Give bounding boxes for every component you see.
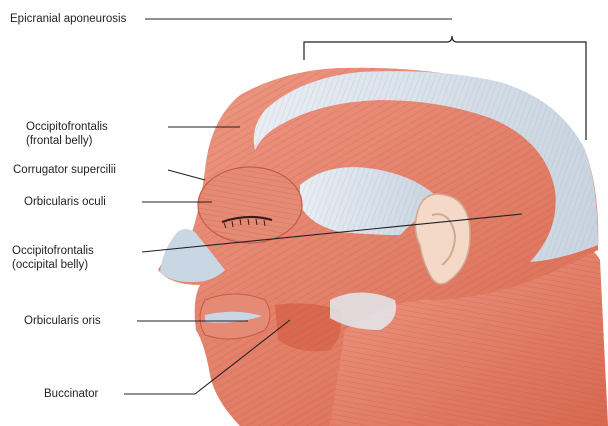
label-corrugator-supercilii: Corrugator supercilii [13, 163, 116, 177]
label-occipitofrontalis-frontal-line2: (frontal belly) [26, 134, 108, 148]
label-orbicularis-oris: Orbicularis oris [24, 314, 101, 328]
label-orbicularis-oculi: Orbicularis oculi [24, 195, 106, 209]
label-buccinator: Buccinator [44, 387, 98, 401]
leader-corrugator [168, 170, 205, 180]
label-occipitofrontalis-occipital-line2: (occipital belly) [12, 258, 94, 272]
label-epicranial-aponeurosis: Epicranial aponeurosis [10, 12, 126, 26]
label-occipitofrontalis-occipital-line1: Occipitofrontalis [12, 244, 94, 258]
label-occipitofrontalis-occipital: Occipitofrontalis (occipital belly) [12, 244, 94, 272]
label-occipitofrontalis-frontal-line1: Occipitofrontalis [26, 120, 108, 134]
label-occipitofrontalis-frontal: Occipitofrontalis (frontal belly) [26, 120, 108, 148]
